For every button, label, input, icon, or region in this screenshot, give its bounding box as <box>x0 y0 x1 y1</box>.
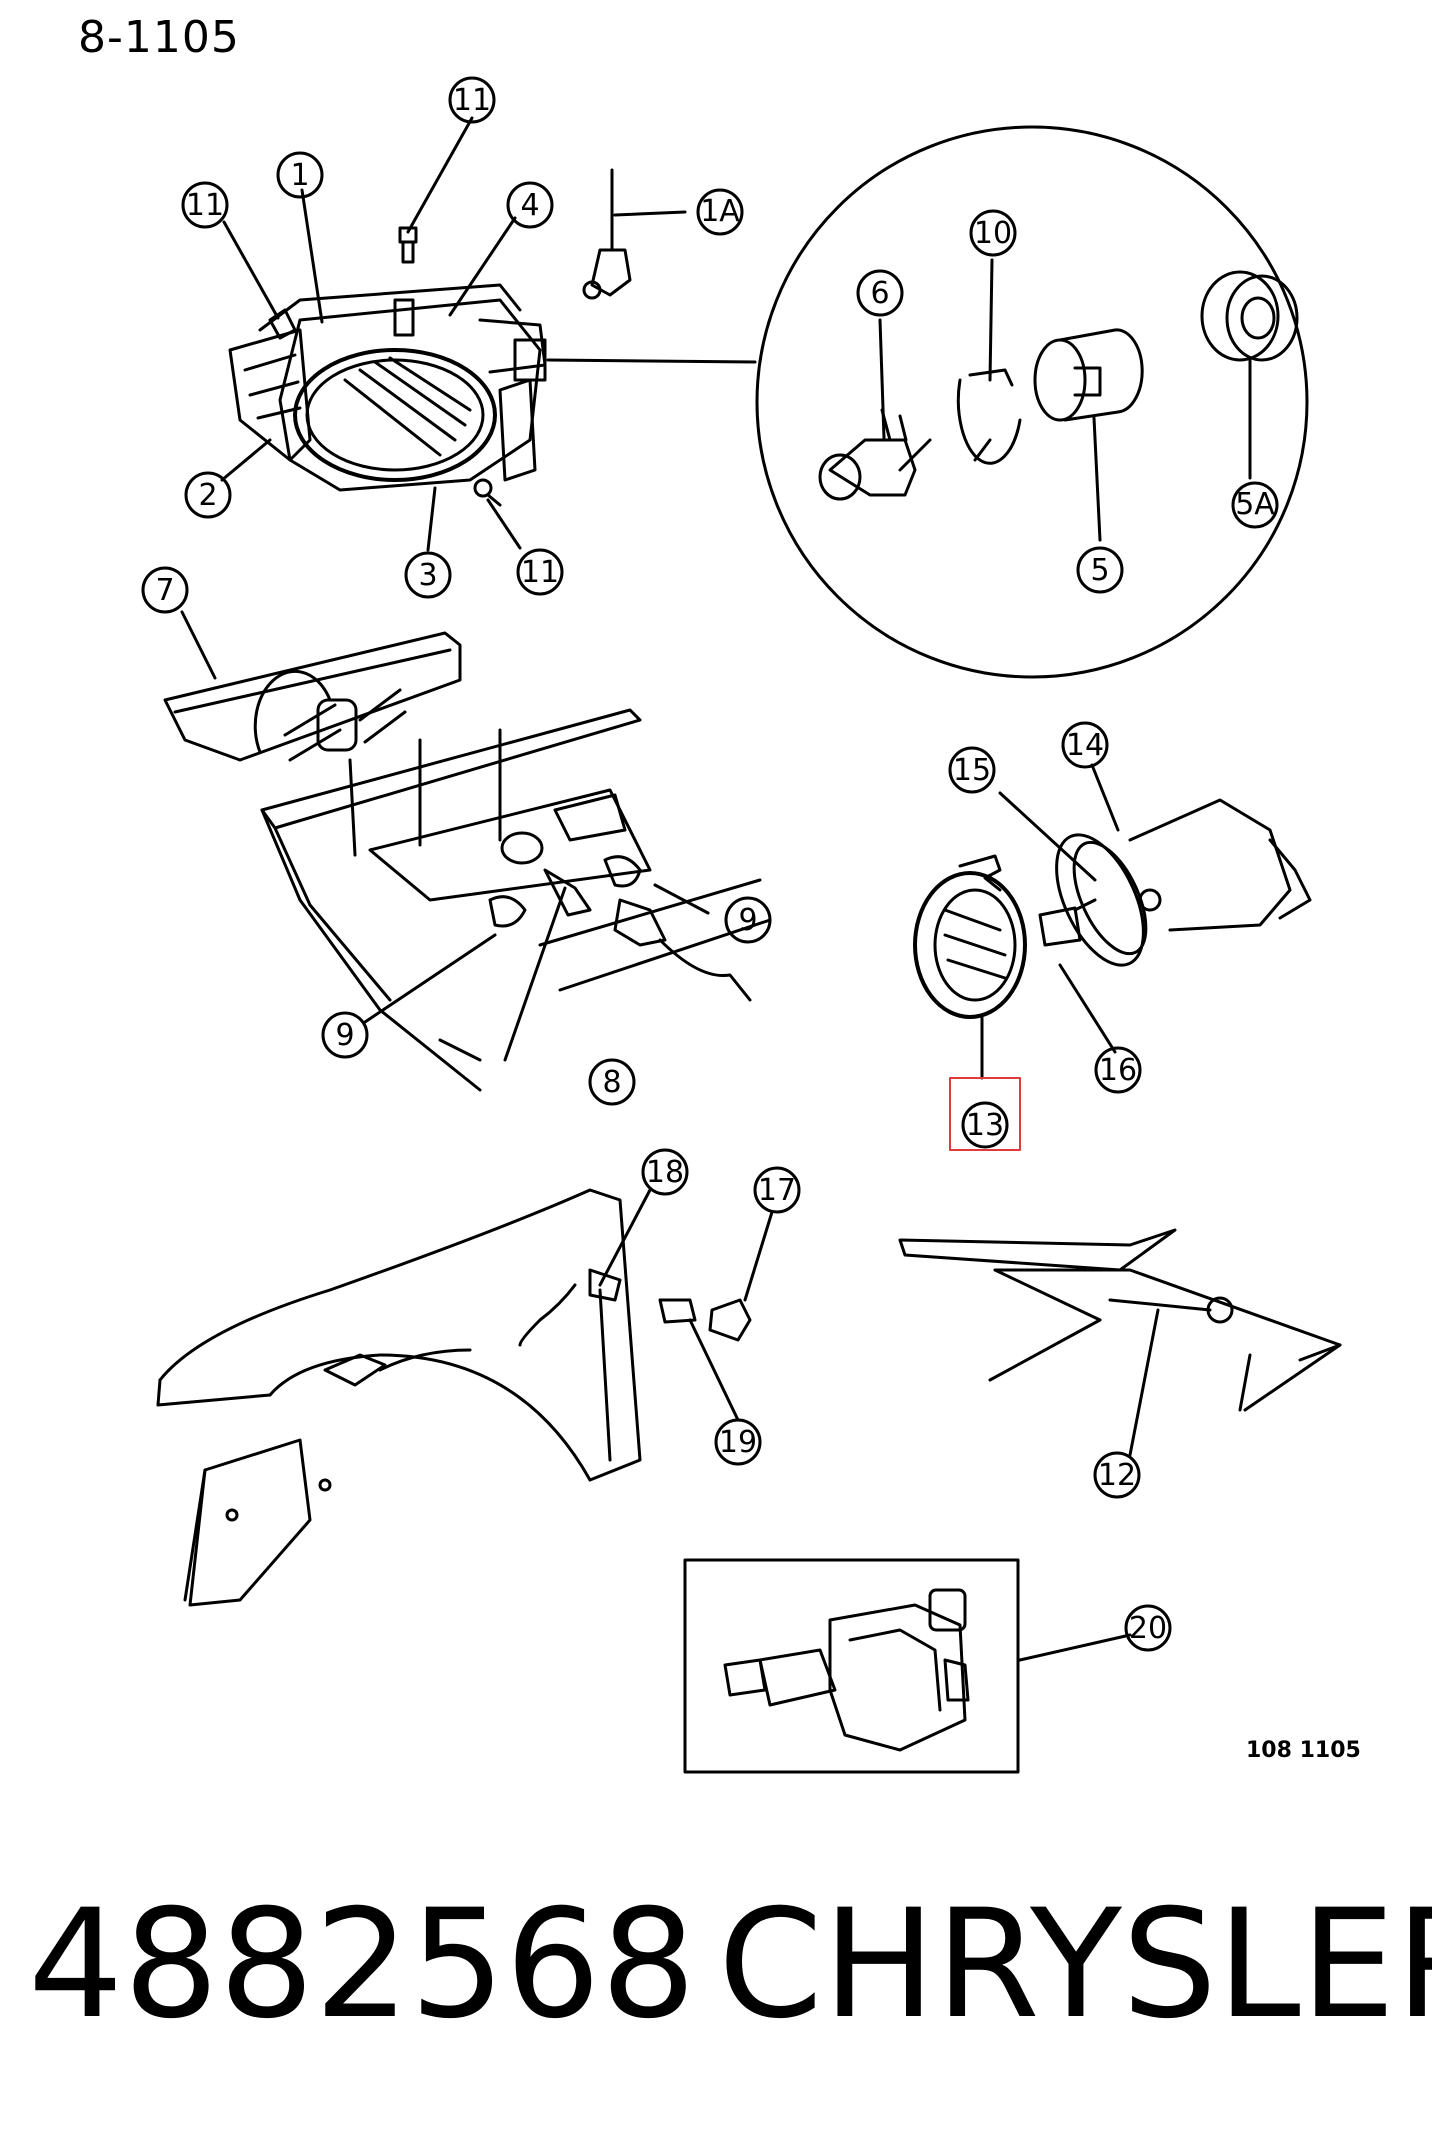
callout-number: 11 <box>186 188 224 223</box>
callout-number: 2 <box>198 478 217 513</box>
callout-number: 6 <box>870 276 889 311</box>
callout-11-a: 11 <box>448 76 496 124</box>
callout-7: 7 <box>141 566 189 614</box>
callout-1a: 1A <box>696 188 744 236</box>
callout-11-c: 11 <box>516 548 564 596</box>
callout-11-b: 11 <box>181 181 229 229</box>
callout-number: 12 <box>1098 1458 1136 1493</box>
callout-number: 3 <box>418 558 437 593</box>
callout-circle <box>1093 1451 1141 1499</box>
callout-circle <box>1231 481 1279 529</box>
callout-17: 17 <box>753 1166 801 1214</box>
callout-circle <box>276 151 324 199</box>
part-number: 4882568 <box>28 1878 697 2052</box>
callout-number: 15 <box>953 753 991 788</box>
screw-icon <box>473 478 502 507</box>
callout-number: 7 <box>155 573 174 608</box>
callout-circle <box>856 269 904 317</box>
fender <box>156 1188 642 1607</box>
callout-circle <box>969 209 1017 257</box>
retainer-ring-icon <box>956 368 1022 465</box>
callout-circle <box>141 566 189 614</box>
callout-4: 4 <box>506 181 554 229</box>
callout-circle <box>1061 721 1109 769</box>
callout-circle <box>321 1011 369 1059</box>
callout-number: 19 <box>719 1425 757 1460</box>
bulb-icon <box>818 408 932 501</box>
callout-number: 17 <box>758 1173 796 1208</box>
callout-number: 5 <box>1090 553 1109 588</box>
marker-lamp-icon <box>658 1298 752 1342</box>
callout-13: 13 <box>961 1101 1009 1149</box>
callout-15: 15 <box>948 746 996 794</box>
callout-number: 18 <box>646 1155 684 1190</box>
callout-12: 12 <box>1093 1451 1141 1499</box>
callout-19: 19 <box>714 1418 762 1466</box>
callout-number: 1A <box>700 194 740 229</box>
reference-code: 108 1105 <box>1246 1738 1361 1763</box>
headlamp-assembly <box>228 283 547 492</box>
callout-circle <box>1124 1604 1172 1652</box>
hood-panel <box>898 1228 1342 1412</box>
callout-5a: 5A <box>1231 481 1279 529</box>
callout-circle <box>181 181 229 229</box>
callout-number: 13 <box>966 1108 1004 1143</box>
callout-circle <box>184 471 232 519</box>
callout-circle <box>714 1418 762 1466</box>
leveling-motor-icon <box>723 1588 970 1752</box>
callout-circle <box>696 188 744 236</box>
callout-circle <box>404 551 452 599</box>
adjuster-rod-icon <box>582 168 632 300</box>
callout-number: 9 <box>738 903 757 938</box>
callout-20: 20 <box>1124 1604 1172 1652</box>
callout-number: 11 <box>453 83 491 118</box>
callout-9-a: 9 <box>724 896 772 944</box>
callout-14: 14 <box>1061 721 1109 769</box>
callout-circle <box>1076 546 1124 594</box>
callout-circle <box>516 548 564 596</box>
callout-5: 5 <box>1076 546 1124 594</box>
screw-icon <box>398 226 418 264</box>
callout-2: 2 <box>184 471 232 519</box>
callout-circle <box>588 1058 636 1106</box>
callout-10: 10 <box>969 209 1017 257</box>
callout-9-b: 9 <box>321 1011 369 1059</box>
callout-1: 1 <box>276 151 324 199</box>
highlight-box <box>949 1077 1021 1151</box>
callout-circle <box>1094 1046 1142 1094</box>
callout-number: 14 <box>1066 728 1104 763</box>
callout-18: 18 <box>641 1148 689 1196</box>
brand-name: CHRYSLER <box>718 1878 1432 2052</box>
callout-circle <box>753 1166 801 1214</box>
callout-circle <box>506 181 554 229</box>
callout-circle <box>948 746 996 794</box>
callout-number: 9 <box>335 1018 354 1053</box>
callout-circle <box>724 896 772 944</box>
callout-circle <box>641 1148 689 1196</box>
bumper-panel <box>163 631 772 1092</box>
callout-6: 6 <box>856 269 904 317</box>
callout-number: 16 <box>1099 1053 1137 1088</box>
callout-16: 16 <box>1094 1046 1142 1094</box>
cap-icon <box>1200 270 1299 362</box>
callout-number: 11 <box>521 555 559 590</box>
callout-number: 8 <box>602 1065 621 1100</box>
socket-icon <box>1033 328 1144 422</box>
callout-number: 4 <box>520 188 539 223</box>
detail-circle <box>755 125 1309 679</box>
callout-3: 3 <box>404 551 452 599</box>
diagram-code: 8-1105 <box>78 12 240 63</box>
callout-number: 20 <box>1129 1611 1167 1646</box>
callout-circle <box>448 76 496 124</box>
callout-number: 10 <box>974 216 1012 251</box>
side-marker-assembly <box>913 798 1312 1019</box>
callout-circle <box>961 1101 1009 1149</box>
callout-number: 1 <box>290 158 309 193</box>
callout-labels: 11 1 4 1A 11 2 3 11 6 10 5 5A 7 9 8 9 15… <box>141 76 1279 1652</box>
inset-box <box>683 1558 1020 1774</box>
callout-8: 8 <box>588 1058 636 1106</box>
callout-number: 5A <box>1235 487 1275 522</box>
